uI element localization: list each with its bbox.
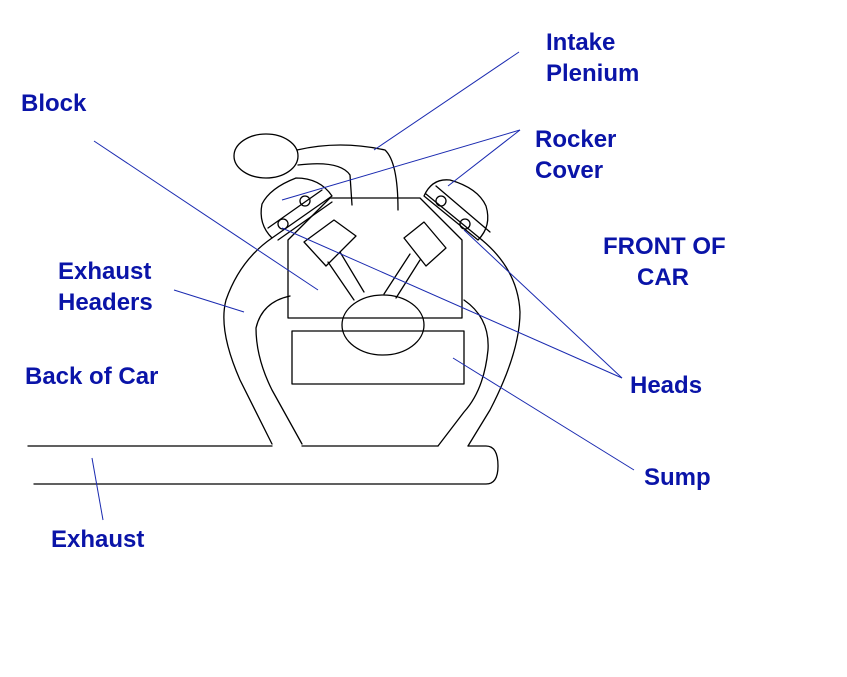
intake-runner-shape [296, 144, 399, 211]
leader-lines [91, 51, 635, 521]
leader-rocker-cover-left [281, 129, 521, 201]
sump-shape [291, 330, 465, 385]
left-valve-lower [277, 218, 289, 230]
right-head-shape [425, 185, 491, 241]
leader-intake-plenium [373, 51, 520, 151]
engine-block-shape [287, 197, 463, 319]
label-back-of-car: Back of Car [25, 363, 159, 390]
left-head-shape [267, 189, 333, 241]
label-rocker-cover-line1: Rocker [535, 126, 617, 153]
leader-exhaust [91, 457, 104, 521]
label-block: Block [21, 90, 87, 117]
left-piston-shape [303, 219, 357, 267]
label-intake-plenium: Intake Plenium [546, 27, 639, 89]
left-header-shape [223, 237, 303, 445]
leader-sump [452, 357, 635, 471]
label-rocker-cover-line2: Cover [535, 157, 604, 184]
right-valve-upper [435, 195, 447, 207]
crankshaft-shape [341, 294, 425, 356]
engine-drawing [27, 133, 521, 485]
label-intake-plenium-line1: Intake [546, 29, 616, 56]
leader-heads-left [281, 227, 623, 379]
label-exhaust-headers-line2: Headers [58, 289, 153, 316]
right-valve-lower [459, 218, 471, 230]
label-sump: Sump [644, 464, 711, 491]
leader-heads-right [463, 229, 623, 379]
label-exhaust-headers-line1: Exhaust [58, 258, 152, 285]
leader-rocker-cover-right [447, 129, 521, 187]
left-conrod-shape [327, 251, 365, 301]
label-heads: Heads [630, 372, 703, 399]
label-front-of-car-line1: FRONT OF [603, 233, 726, 260]
intake-plenium-shape [233, 133, 299, 179]
right-rocker-cover-shape [423, 179, 489, 241]
right-header-shape [437, 239, 521, 447]
label-rocker-cover: Rocker Cover [535, 124, 616, 186]
left-valve-upper [299, 195, 311, 207]
label-exhaust-headers: Exhaust Headers [58, 256, 153, 318]
leader-exhaust-headers [173, 289, 245, 313]
label-intake-plenium-line2: Plenium [546, 60, 640, 87]
left-rocker-cover-shape [260, 177, 333, 239]
label-front-of-car-line2: CAR [637, 264, 689, 291]
label-front-of-car: FRONT OF CAR [603, 231, 726, 293]
right-piston-shape [403, 221, 447, 267]
leader-block [93, 140, 319, 291]
label-exhaust: Exhaust [51, 526, 145, 553]
right-conrod-shape [383, 253, 421, 299]
exhaust-pipe-shape [27, 445, 499, 485]
